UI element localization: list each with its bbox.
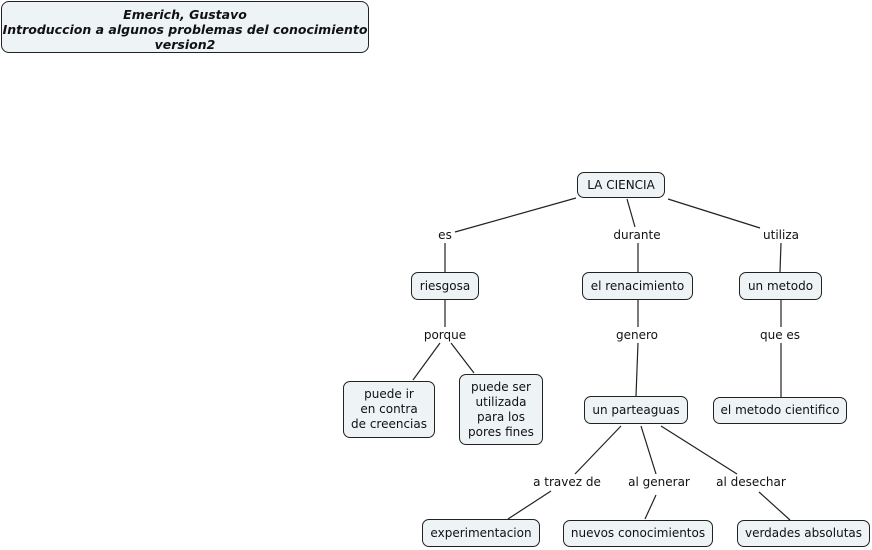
- link-label-al-generar: al generar: [626, 475, 692, 489]
- link-label-que-es: que es: [757, 328, 803, 342]
- concept-nuevos-conocimientos[interactable]: nuevos conocimientos: [563, 520, 713, 547]
- edge: [640, 425, 657, 475]
- link-label-es: es: [436, 228, 454, 242]
- edge: [644, 494, 657, 520]
- edge: [635, 342, 639, 397]
- link-label-a-travez-de: a travez de: [531, 475, 603, 489]
- edge: [507, 490, 552, 520]
- edge: [779, 242, 782, 273]
- edge: [574, 425, 622, 475]
- edge: [660, 425, 738, 475]
- map-version: version2: [154, 37, 216, 52]
- concept-el-renacimiento[interactable]: el renacimiento: [582, 272, 693, 300]
- edge: [454, 197, 577, 233]
- author: Emerich, Gustavo: [123, 7, 247, 22]
- concept-el-metodo-cientifico[interactable]: el metodo cientifico: [713, 397, 847, 424]
- link-label-utiliza: utiliza: [761, 228, 801, 242]
- map-title: Introduccion a algunos problemas del con…: [2, 22, 368, 37]
- concept-riesgosa[interactable]: riesgosa: [411, 272, 479, 300]
- concept-la-ciencia[interactable]: LA CIENCIA: [577, 172, 665, 198]
- concept-un-parteaguas[interactable]: un parteaguas: [584, 396, 688, 424]
- link-label-durante: durante: [611, 228, 663, 242]
- concept-un-metodo[interactable]: un metodo: [739, 272, 822, 300]
- edge: [758, 491, 791, 521]
- concept-puede-ir-en-contra[interactable]: puede ir en contra de creencias: [343, 381, 435, 438]
- concept-puede-ser-utilizada[interactable]: puede ser utilizada para los pores fines: [459, 374, 543, 445]
- link-label-genero: genero: [614, 328, 660, 342]
- concept-experimentacion[interactable]: experimentacion: [422, 519, 540, 547]
- map-title-box: Emerich, Gustavo Introduccion a algunos …: [1, 1, 369, 53]
- concept-verdades-absolutas[interactable]: verdades absolutas: [737, 520, 870, 547]
- edge: [626, 198, 636, 228]
- link-label-porque: porque: [421, 328, 469, 342]
- edge: [450, 342, 475, 374]
- link-label-al-desechar: al desechar: [714, 475, 788, 489]
- edge: [412, 342, 441, 381]
- edge: [667, 198, 761, 229]
